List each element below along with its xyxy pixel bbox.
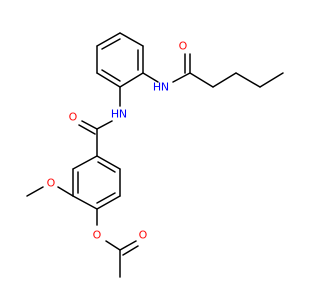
bond-inner	[101, 69, 121, 82]
bond	[96, 155, 121, 170]
carbonyl-oxygen-label: O	[179, 40, 188, 53]
bond-inner	[97, 161, 116, 173]
bond	[96, 120, 113, 130]
bond	[81, 120, 98, 130]
bond	[119, 32, 144, 47]
bond	[259, 72, 284, 88]
amide-hydrogen-label: H	[111, 108, 119, 121]
bond-layer	[26, 32, 284, 278]
bond	[235, 72, 261, 88]
bond	[189, 72, 214, 88]
amide-nitrogen-label: N	[119, 108, 127, 121]
bond	[96, 195, 121, 210]
bond	[105, 240, 121, 251]
bond	[119, 240, 137, 251]
bond	[72, 195, 98, 210]
bond	[72, 155, 98, 170]
methoxy-oxygen-label: O	[47, 177, 56, 190]
amide-hydrogen-label: H	[153, 81, 161, 94]
bond	[172, 72, 191, 83]
bond	[78, 124, 96, 135]
acetyl-oxygen-label: O	[139, 229, 148, 242]
bond	[142, 72, 159, 83]
bond-inner	[101, 38, 121, 50]
bond	[26, 186, 44, 197]
bond	[212, 72, 237, 88]
atom-label-layer: O N H N H O O O O	[47, 40, 188, 242]
bond	[57, 186, 74, 197]
bond	[119, 72, 144, 88]
bond	[96, 32, 121, 47]
carbonyl-oxygen-label: O	[69, 111, 78, 124]
bond-inner	[96, 192, 116, 204]
amide-nitrogen-label: N	[161, 81, 169, 94]
molecule-diagram: O N H N H O O O O	[26, 32, 284, 278]
bond	[96, 72, 121, 88]
bond	[122, 245, 139, 256]
ester-oxygen-label: O	[93, 229, 102, 242]
